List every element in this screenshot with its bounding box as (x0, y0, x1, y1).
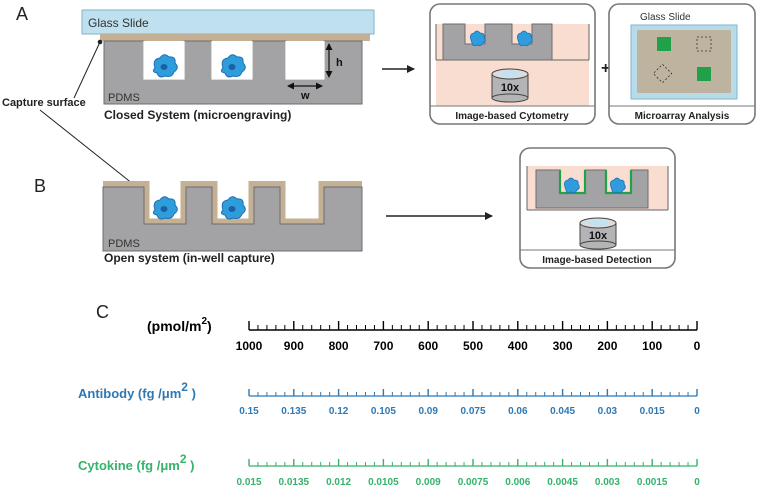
tick-label: 400 (508, 339, 528, 353)
capture-leader-b (39, 109, 134, 185)
panel-b: B PDMS Open system (in-well capture) (34, 147, 676, 269)
capture-coating (100, 34, 370, 41)
cell (564, 177, 580, 194)
scale-pmol-title: (pmol/m2) (147, 316, 212, 334)
tick-label: 500 (463, 339, 483, 353)
array-spot-empty (652, 63, 673, 84)
tick-label: 600 (418, 339, 438, 353)
capture-dot-a (97, 39, 103, 45)
scale-antibody-title: Antibody (fg /μm2 ) (78, 380, 196, 401)
tick-label: 200 (597, 339, 617, 353)
plus-sign: + (601, 60, 610, 77)
panel-b-caption: Open system (in-well capture) (104, 251, 275, 265)
scale-antibody-ticks: 0.15 0.135 0.12 0.105 0.09 0.075 0.06 0.045 0.03… (239, 389, 700, 417)
cell (152, 54, 178, 78)
tick-label: 0.105 (371, 406, 396, 417)
cell (152, 196, 178, 220)
array-spot (657, 37, 671, 51)
tick-label: 0.0015 (637, 477, 668, 487)
cell (470, 30, 486, 47)
tick-label: 0.09 (418, 406, 438, 417)
tick-label: 0.03 (598, 406, 618, 417)
height-label: h (336, 57, 343, 69)
capture-leader-a (73, 41, 101, 99)
tick-label: 1000 (236, 339, 263, 353)
well-walls (143, 41, 325, 80)
tick-label: 0.15 (239, 406, 259, 417)
pdms-label-b: PDMS (108, 238, 140, 250)
pdms-label: PDMS (108, 92, 140, 104)
pdms-block-open (102, 186, 363, 252)
objective-label-b: 10x (589, 230, 608, 242)
tick-label: 300 (553, 339, 573, 353)
width-label: w (300, 90, 310, 102)
array-caption: Microarray Analysis (635, 111, 730, 122)
panel-a-caption: Closed System (microengraving) (104, 108, 291, 122)
tick-label: 900 (284, 339, 304, 353)
tick-label: 800 (329, 339, 349, 353)
scale-cytokine-title: Cytokine (fg /μm2 ) (78, 452, 195, 473)
tick-label: 0.12 (329, 406, 349, 417)
tick-label: 0.015 (236, 477, 261, 487)
panel-a-letter: A (16, 4, 28, 24)
tick-label: 0 (694, 339, 701, 353)
tick-label: 0.0045 (547, 477, 578, 487)
cell (517, 30, 533, 47)
cytometry-caption: Image-based Cytometry (455, 111, 569, 122)
array-spot-empty (696, 36, 712, 52)
capture-surface-label: Capture surface (2, 97, 86, 109)
tick-label: 0 (694, 477, 700, 487)
tick-label: 0 (694, 406, 700, 417)
panel-c-letter: C (96, 302, 109, 322)
array-slide-label: Glass Slide (640, 12, 691, 23)
tick-label: 0.0135 (279, 477, 310, 487)
objective-label: 10x (501, 82, 520, 94)
array-spot (697, 67, 711, 81)
cell (610, 177, 626, 194)
panel-b-letter: B (34, 176, 46, 196)
tick-label: 0.003 (595, 477, 620, 487)
tick-label: 0.135 (281, 406, 306, 417)
tick-label: 0.075 (460, 406, 485, 417)
tick-label: 0.06 (508, 406, 528, 417)
array-surface (637, 30, 731, 93)
tick-label: 0.009 (416, 477, 441, 487)
objective-icon (579, 217, 617, 250)
cell (220, 196, 246, 220)
tick-label: 700 (373, 339, 393, 353)
objective-icon (491, 68, 529, 103)
glass-slide (81, 9, 375, 35)
cytometry-pdms (442, 23, 553, 61)
scale-cytokine-ticks: 0.015 0.0135 0.012 0.0105 0.009 0.0075 0.006 0.… (236, 459, 700, 488)
cell (220, 54, 246, 78)
tick-label: 100 (642, 339, 662, 353)
tick-label: 0.0075 (458, 477, 489, 487)
detection-caption: Image-based Detection (542, 255, 651, 266)
panel-a: A Glass Slide h w PDMS Closed System (mi… (2, 3, 756, 187)
tick-label: 0.006 (505, 477, 530, 487)
tick-label: 0.0105 (368, 477, 399, 487)
tick-label: 0.012 (326, 477, 351, 487)
glass-slide-label: Glass Slide (88, 16, 149, 30)
tick-label: 0.045 (550, 406, 575, 417)
detection-capture (558, 170, 633, 195)
tick-label: 0.015 (640, 406, 665, 417)
